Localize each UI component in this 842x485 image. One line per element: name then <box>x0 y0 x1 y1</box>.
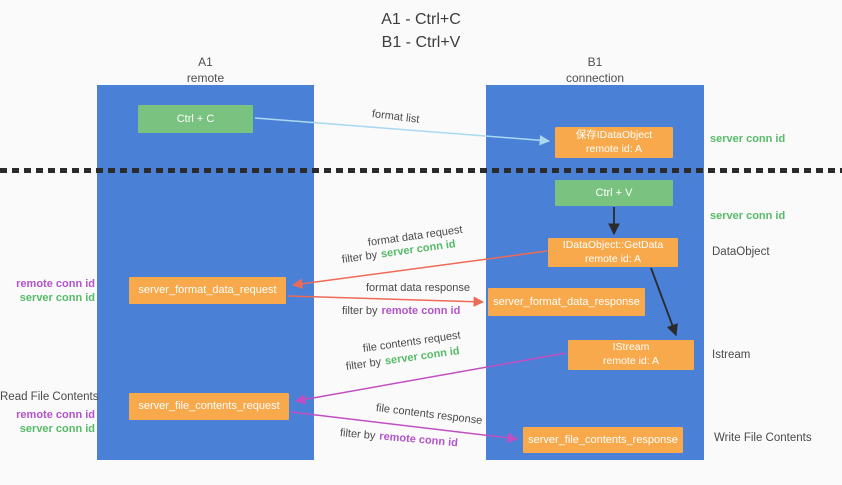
node-file-request-label: server_file_contents_request <box>138 400 280 413</box>
node-server-format-data-response: server_format_data_response <box>488 288 645 316</box>
node-save-idataobject: 保存IDataObject remote id: A <box>555 127 673 158</box>
filter-by-text: filter by <box>341 249 378 266</box>
filter-by-text: filter by <box>342 305 378 317</box>
lane-b-id: B1 <box>587 55 603 69</box>
annotation-read-file-contents: Read File Contents <box>0 391 99 403</box>
filter-by-text: filter by <box>339 427 376 443</box>
filter-key-remote-conn-id: remote conn id <box>378 430 459 450</box>
lane-a-name: remote <box>186 70 225 85</box>
node-server-format-data-request: server_format_data_request <box>129 277 286 304</box>
node-ctrl-v-label: Ctrl + V <box>595 186 633 199</box>
annotation-istream: Istream <box>712 349 751 361</box>
flow-label-format-list: format list <box>371 108 421 126</box>
flow-label-file-contents-response: file contents response <box>375 402 483 427</box>
node-ctrl-c-label: Ctrl + C <box>176 112 215 125</box>
node-format-request-label: server_format_data_request <box>138 284 277 297</box>
annotation-server-conn-id-left-2: server conn id <box>19 423 95 435</box>
node-file-response-label: server_file_contents_response <box>528 433 678 446</box>
title-line-ctrl-v: B1 - Ctrl+V <box>381 34 461 52</box>
node-istream-remote-id: remote id: A <box>602 355 660 367</box>
annotation-dataobject: DataObject <box>712 246 770 258</box>
annotation-server-conn-id-top: server conn id <box>710 133 786 145</box>
node-getdata-remote-id: remote id: A <box>584 252 642 265</box>
node-istream: IStream remote id: A <box>568 340 694 370</box>
title-line-ctrl-c: A1 - Ctrl+C <box>381 11 461 28</box>
annotation-server-conn-id-mid: server conn id <box>710 210 786 222</box>
node-getdata-title: IDataObject::GetData <box>562 238 664 251</box>
diagram-title: A1 - Ctrl+C B1 - Ctrl+V <box>0 8 842 54</box>
node-save-idataobject-remote-id: remote id: A <box>585 142 643 155</box>
node-format-response-label: server_format_data_response <box>493 295 640 308</box>
lane-b-name: connection <box>565 70 625 85</box>
node-save-idataobject-title: 保存IDataObject <box>575 128 653 141</box>
flow-label-format-data-response: format data response <box>366 282 470 294</box>
lane-b-header: B1 connection <box>486 55 704 86</box>
node-idataobject-getdata: IDataObject::GetData remote id: A <box>548 238 678 267</box>
annotation-server-conn-id-left-1: server conn id <box>19 292 95 304</box>
node-server-file-contents-response: server_file_contents_response <box>523 427 683 453</box>
annotation-remote-conn-id-left-1: remote conn id <box>16 278 95 290</box>
annotation-remote-conn-id-left-2: remote conn id <box>16 409 95 421</box>
annotation-write-file-contents: Write File Contents <box>714 432 812 444</box>
filter-key-remote-conn-id: remote conn id <box>381 305 461 317</box>
arrow-format-data-response <box>287 295 485 307</box>
filter-by-text: filter by <box>345 356 382 373</box>
node-ctrl-v: Ctrl + V <box>555 180 673 206</box>
lane-a-header: A1 remote <box>97 55 314 86</box>
node-server-file-contents-request: server_file_contents_request <box>129 393 289 420</box>
node-istream-title: IStream <box>612 341 650 354</box>
lane-a-id: A1 <box>198 55 213 69</box>
dashed-divider <box>0 168 842 173</box>
node-ctrl-c: Ctrl + C <box>138 105 253 133</box>
